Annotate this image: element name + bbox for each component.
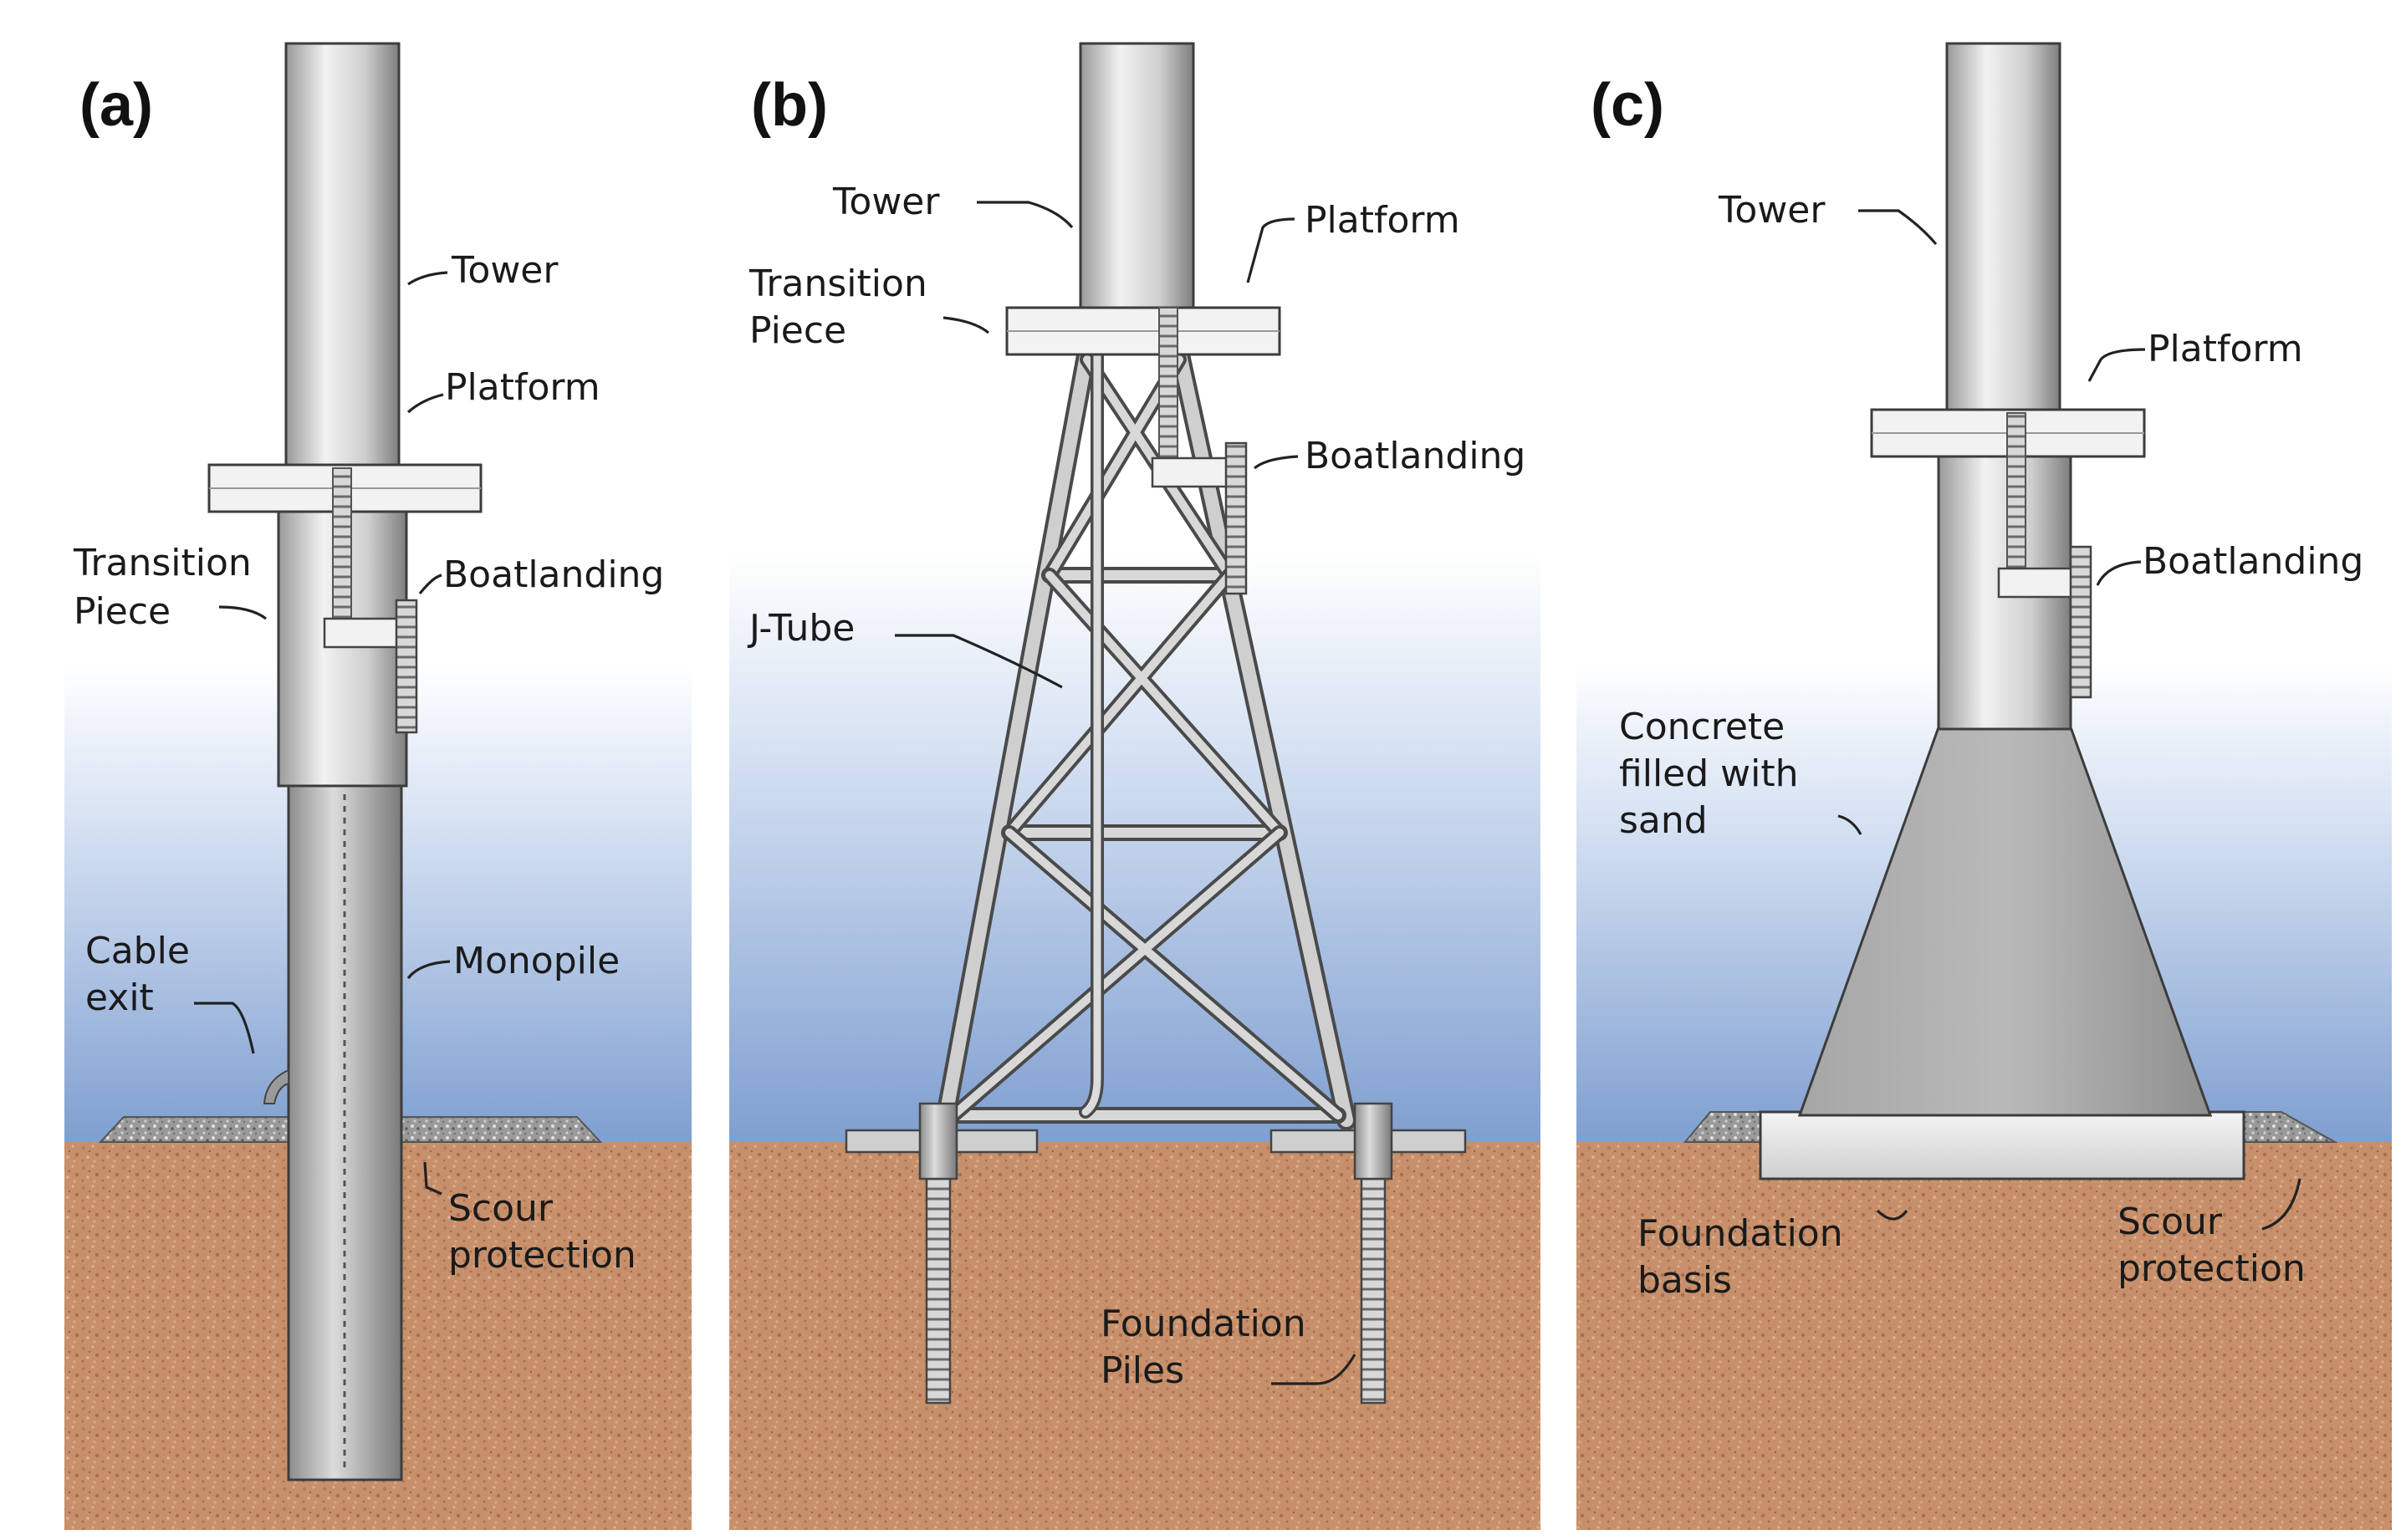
- label-scour-c-2: protection: [2117, 1247, 2306, 1290]
- label-piles-2: Piles: [1101, 1349, 1184, 1392]
- label-platform-c: Platform: [2148, 328, 2303, 370]
- seabed-b: [729, 1142, 1540, 1530]
- label-jtube: J-Tube: [747, 607, 855, 650]
- label-tower-b: Tower: [832, 181, 940, 223]
- tower-a: [284, 42, 401, 513]
- foundation-pile-right: [1360, 1144, 1387, 1405]
- pile-sleeve-right: [1353, 1102, 1393, 1180]
- boatlanding-a: [323, 617, 401, 649]
- foundation-basis: [1759, 1110, 2245, 1180]
- label-scour-a-1: Scour: [448, 1187, 554, 1230]
- boatlanding-fender-b: [1224, 441, 1248, 595]
- boatlanding-fender-c: [2069, 545, 2092, 699]
- tower-b: [1079, 42, 1195, 311]
- label-basis-1: Foundation: [1637, 1212, 1843, 1255]
- label-piles-1: Foundation: [1101, 1303, 1306, 1345]
- boatlanding-c: [1997, 567, 2076, 599]
- label-monopile: Monopile: [453, 940, 620, 982]
- label-boatlanding-b: Boatlanding: [1305, 435, 1525, 477]
- pile-sleeve-left: [918, 1102, 958, 1180]
- boatlanding-b: [1151, 456, 1231, 488]
- label-transition-a-2: Piece: [74, 590, 171, 633]
- label-transition-b-1: Transition: [748, 263, 927, 305]
- label-basis-2: basis: [1637, 1259, 1732, 1302]
- water-b: [729, 552, 1540, 1142]
- label-platform-b: Platform: [1305, 199, 1460, 242]
- label-concrete-3: sand: [1619, 799, 1708, 842]
- seabed-c: [1576, 1142, 2392, 1530]
- ladder-a: [332, 467, 352, 620]
- label-scour-a-2: protection: [448, 1234, 636, 1277]
- cable-exit-stub: [263, 1068, 289, 1104]
- label-transition-b-2: Piece: [749, 309, 846, 352]
- label-tower-a: Tower: [451, 249, 559, 292]
- foundation-pile-left: [925, 1144, 952, 1405]
- tower-c: [1945, 42, 2061, 413]
- label-concrete-2: filled with: [1619, 752, 1799, 795]
- boatlanding-fender-a: [395, 599, 418, 734]
- label-cable-a-1: Cable: [85, 930, 190, 972]
- panel-a-monopile: (a) Tower Platform Transition Piece Boat…: [64, 42, 692, 1530]
- panel-c-gravity-base: (c) Tower Platform Boatlanding Concrete …: [1576, 42, 2392, 1530]
- label-cable-a-2: exit: [85, 977, 154, 1019]
- label-boatlanding-c: Boatlanding: [2143, 540, 2363, 583]
- ladder-c: [2006, 412, 2026, 573]
- label-boatlanding-a: Boatlanding: [443, 553, 664, 596]
- label-tower-c: Tower: [1718, 189, 1826, 232]
- panel-b-jacket: (b) Tower Platform Transition Piece Boat…: [729, 42, 1540, 1530]
- ladder-b: [1158, 307, 1178, 459]
- label-platform-a: Platform: [445, 366, 600, 409]
- panel-letter-b: (b): [751, 72, 828, 139]
- label-transition-a-1: Transition: [73, 542, 252, 584]
- label-scour-c-1: Scour: [2117, 1201, 2223, 1243]
- panel-letter-a: (a): [79, 72, 153, 139]
- panel-letter-c: (c): [1591, 72, 1664, 139]
- label-concrete-1: Concrete: [1619, 706, 1785, 748]
